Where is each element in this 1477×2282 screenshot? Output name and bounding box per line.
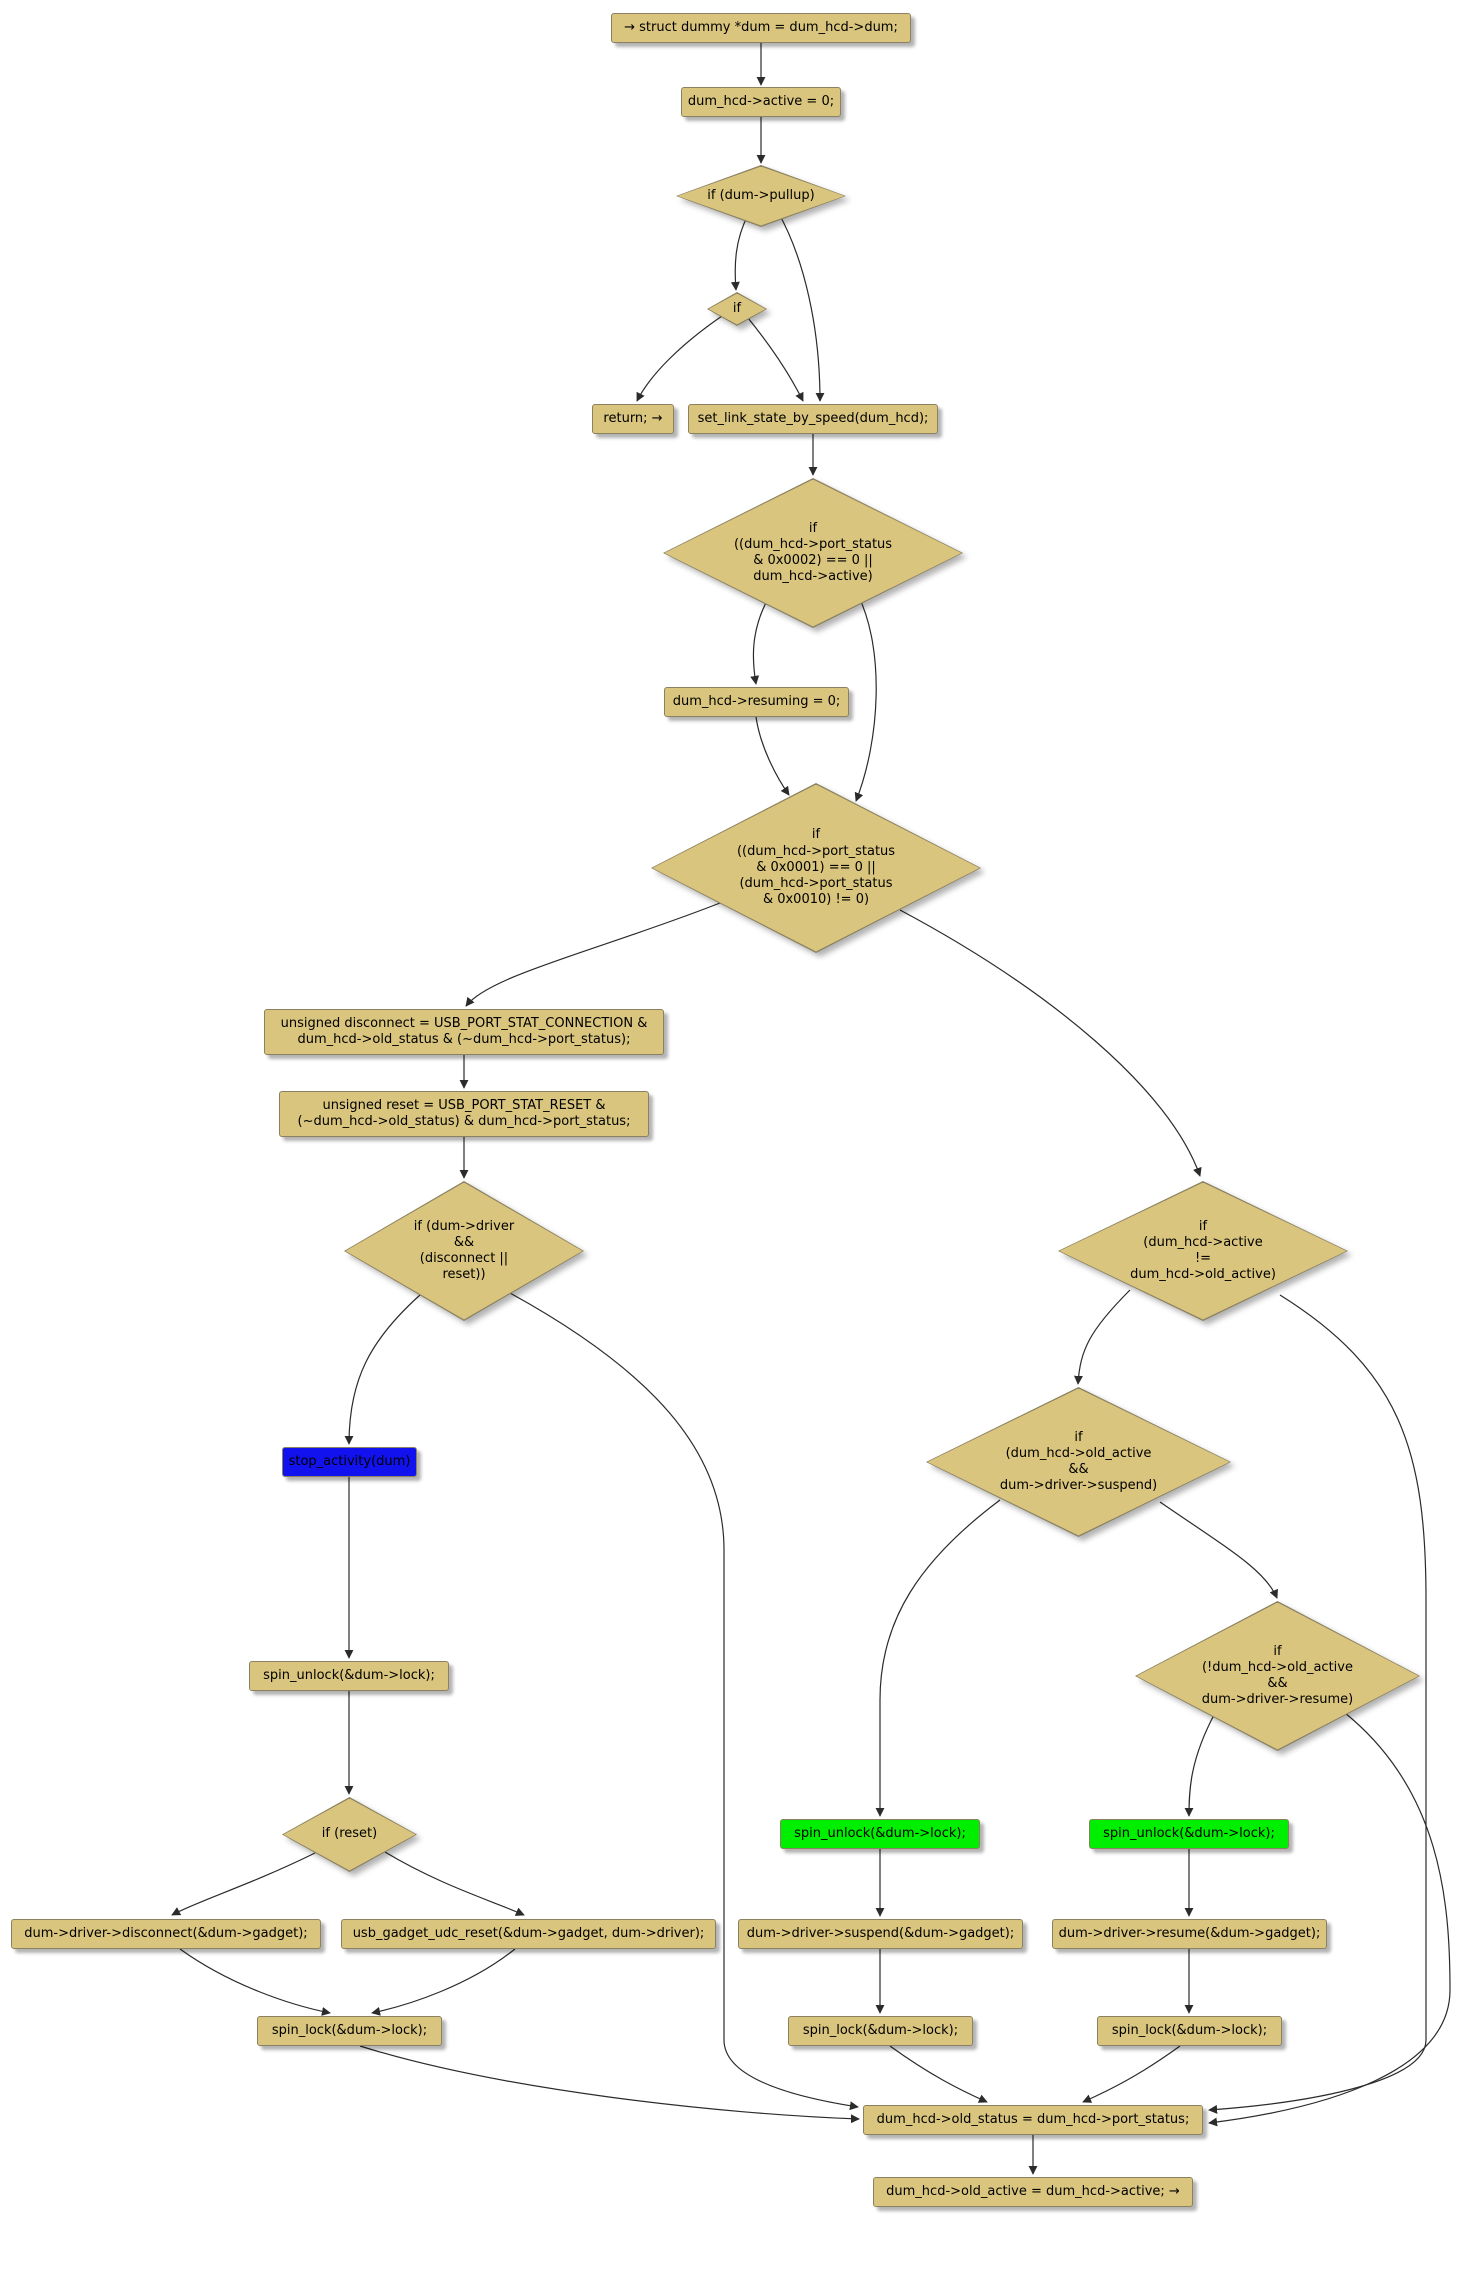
node-if-small: if bbox=[707, 292, 767, 326]
node-driver-resume: dum->driver->resume(&dum->gadget); bbox=[1052, 1919, 1327, 1949]
flow-edge bbox=[777, 211, 825, 402]
node-spin-unlock-resume: spin_unlock(&dum->lock); bbox=[1089, 1819, 1289, 1849]
node-set-active: dum_hcd->active = 0; bbox=[681, 87, 841, 117]
node-spin-unlock-suspend: spin_unlock(&dum->lock); bbox=[780, 1819, 980, 1849]
flow-edge bbox=[371, 1948, 516, 2016]
flow-edge bbox=[747, 317, 804, 402]
diamond-shape: if ((dum_hcd->port_status & 0x0001) == 0… bbox=[651, 783, 981, 953]
flow-edge bbox=[509, 1292, 859, 2111]
diamond-shape: if bbox=[707, 292, 767, 326]
node-old-status-assign: dum_hcd->old_status = dum_hcd->port_stat… bbox=[863, 2105, 1203, 2135]
diamond-shape: if (!dum_hcd->old_active && dum->driver-… bbox=[1135, 1601, 1420, 1751]
diamond-shape: if (dum->pullup) bbox=[676, 165, 846, 227]
diamond-shape: if (dum_hcd->active != dum_hcd->old_acti… bbox=[1058, 1181, 1348, 1321]
node-spin-lock-left: spin_lock(&dum->lock); bbox=[257, 2016, 442, 2046]
flow-edge bbox=[889, 2045, 988, 2103]
flow-edge bbox=[636, 315, 723, 402]
node-if-reset: if (reset) bbox=[282, 1797, 417, 1872]
node-udc-reset: usb_gadget_udc_reset(&dum->gadget, dum->… bbox=[341, 1919, 716, 1949]
flow-edge bbox=[1082, 2045, 1181, 2103]
flow-edge bbox=[359, 2045, 860, 2124]
node-if-port-0002: if ((dum_hcd->port_status & 0x0002) == 0… bbox=[663, 478, 963, 628]
node-driver-suspend: dum->driver->suspend(&dum->gadget); bbox=[738, 1919, 1023, 1949]
node-spin-lock-suspend: spin_lock(&dum->lock); bbox=[788, 2016, 973, 2046]
node-if-driver: if (dum->driver && (disconnect || reset)… bbox=[344, 1181, 584, 1321]
diamond-shape: if ((dum_hcd->port_status & 0x0002) == 0… bbox=[663, 478, 963, 628]
node-if-active-changed: if (dum_hcd->active != dum_hcd->old_acti… bbox=[1058, 1181, 1348, 1321]
node-old-active-assign: dum_hcd->old_active = dum_hcd->active; → bbox=[873, 2177, 1193, 2207]
flow-edge bbox=[179, 1948, 331, 2016]
node-if-port-0001: if ((dum_hcd->port_status & 0x0001) == 0… bbox=[651, 783, 981, 953]
flow-edge bbox=[875, 1499, 1001, 1817]
diamond-shape: if (reset) bbox=[282, 1797, 417, 1872]
node-set-link-state: set_link_state_by_speed(dum_hcd); bbox=[688, 404, 938, 434]
diamond-shape: if (dum_hcd->old_active && dum->driver->… bbox=[926, 1387, 1231, 1537]
node-stop-activity: stop_activity(dum) bbox=[282, 1447, 417, 1477]
node-if-pullup: if (dum->pullup) bbox=[676, 165, 846, 227]
flow-edge bbox=[1208, 1294, 1427, 2114]
node-return: return; → bbox=[592, 404, 674, 434]
node-driver-disconnect: dum->driver->disconnect(&dum->gadget); bbox=[11, 1919, 321, 1949]
node-spin-lock-resume: spin_lock(&dum->lock); bbox=[1097, 2016, 1282, 2046]
flow-edge bbox=[1208, 1712, 1451, 2127]
node-spin-unlock-left: spin_unlock(&dum->lock); bbox=[249, 1661, 449, 1691]
node-if-not-old-active-resume: if (!dum_hcd->old_active && dum->driver-… bbox=[1135, 1601, 1420, 1751]
node-unsigned-disconnect: unsigned disconnect = USB_PORT_STAT_CONN… bbox=[264, 1009, 664, 1055]
node-entry: → struct dummy *dum = dum_hcd->dum; bbox=[611, 13, 911, 43]
diamond-shape: if (dum->driver && (disconnect || reset)… bbox=[344, 1181, 584, 1321]
node-if-old-active-suspend: if (dum_hcd->old_active && dum->driver->… bbox=[926, 1387, 1231, 1537]
node-unsigned-reset: unsigned reset = USB_PORT_STAT_RESET & (… bbox=[279, 1091, 649, 1137]
node-resuming: dum_hcd->resuming = 0; bbox=[664, 687, 849, 717]
